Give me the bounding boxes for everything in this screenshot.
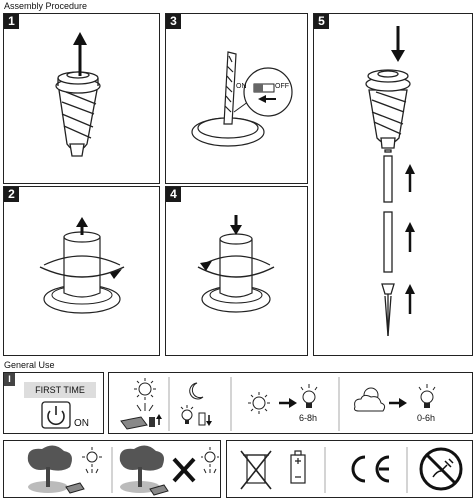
step-number: 2 bbox=[4, 187, 19, 202]
placement-box bbox=[3, 440, 221, 498]
first-time-box: I FIRST TIME ON bbox=[3, 372, 104, 434]
step-1-panel: 1 bbox=[3, 13, 160, 184]
crossed-bin-icon bbox=[240, 450, 272, 490]
step-number: 3 bbox=[166, 14, 181, 29]
tree-icon bbox=[119, 445, 164, 493]
step-3-panel: 3 ON OFF bbox=[165, 13, 308, 184]
charging-info-box: 6-8h 0-6h bbox=[108, 372, 473, 434]
candle-rotate-diagram bbox=[39, 217, 125, 314]
first-time-label: FIRST TIME bbox=[24, 382, 96, 398]
sun-icon bbox=[134, 378, 156, 412]
power-icon bbox=[41, 401, 71, 429]
bulb-icon bbox=[300, 384, 318, 408]
candle-rotate-diagram bbox=[197, 215, 275, 313]
sun-charge-hours: 6-8h bbox=[299, 413, 318, 423]
on-label: ON bbox=[74, 418, 89, 429]
disposal-box bbox=[226, 440, 473, 498]
bulb-icon bbox=[418, 384, 436, 408]
solar-panel-icon bbox=[120, 414, 162, 430]
cloud-charge-hours: 0-6h bbox=[417, 413, 436, 423]
assembly-title: Assembly Procedure bbox=[4, 1, 88, 11]
sun-icon bbox=[82, 447, 102, 474]
torch-head-diagram bbox=[55, 32, 101, 157]
general-use-title: General Use bbox=[4, 360, 55, 370]
step-number: 1 bbox=[4, 14, 19, 29]
switch-diagram bbox=[191, 51, 293, 147]
no-plug-icon bbox=[419, 447, 463, 491]
step-4-panel: 4 bbox=[165, 186, 308, 356]
battery-icon bbox=[290, 450, 306, 484]
moon-icon bbox=[189, 382, 204, 400]
switch-on-label: ON bbox=[236, 83, 247, 90]
cross-icon bbox=[172, 457, 196, 483]
battery-icon bbox=[198, 412, 212, 426]
section-badge: I bbox=[4, 373, 15, 386]
up-arrow-icon bbox=[73, 32, 87, 76]
cloud-sun-icon bbox=[354, 387, 386, 412]
tree-icon bbox=[27, 445, 72, 493]
step-2-panel: 2 bbox=[3, 186, 160, 356]
full-assembly-diagram bbox=[365, 26, 415, 337]
solar-panel-icon bbox=[149, 484, 169, 496]
switch-off-label: OFF bbox=[275, 83, 289, 90]
step-5-panel: 5 bbox=[313, 13, 473, 356]
step-number: 5 bbox=[314, 14, 329, 29]
solar-panel-icon bbox=[65, 482, 85, 494]
ce-mark-icon bbox=[351, 455, 390, 483]
step-number: 4 bbox=[166, 187, 181, 202]
bulb-icon bbox=[180, 405, 194, 424]
sun-icon bbox=[248, 392, 270, 414]
sun-icon bbox=[201, 447, 219, 474]
